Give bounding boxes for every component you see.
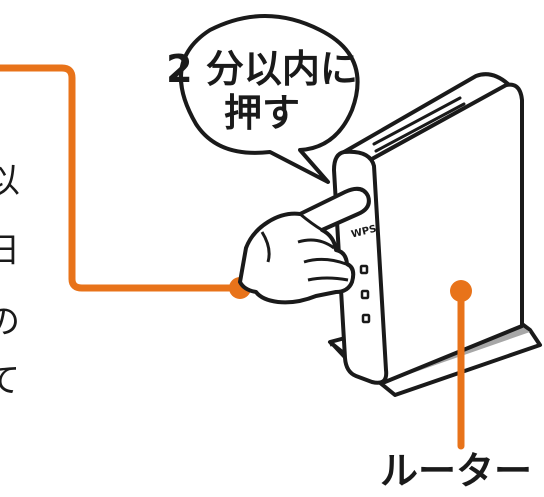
router-led-2 xyxy=(360,289,370,300)
bubble-line-1: 2 分以内に xyxy=(166,47,358,91)
connector-line xyxy=(0,64,244,292)
clipped-char-1: 以 xyxy=(0,161,20,201)
router-vent-1 xyxy=(372,96,462,146)
thumb-line xyxy=(260,231,271,263)
clipped-left-text: 以 日 の て xyxy=(0,161,20,401)
hand-outline xyxy=(238,186,371,305)
clipped-char-2: 日 xyxy=(0,231,20,271)
router-pointer-dot xyxy=(450,280,472,302)
speech-bubble-icon: 2 分以内に 押す xyxy=(166,14,360,184)
bubble-shape xyxy=(179,14,360,184)
router-label: ルーター xyxy=(380,449,532,493)
router-front-bottom xyxy=(328,340,347,360)
router-led-3 xyxy=(361,313,371,324)
finger-crease-2 xyxy=(297,238,335,250)
finger-crease-4 xyxy=(307,276,349,282)
finger-press-icon xyxy=(238,186,371,305)
router-led-1 xyxy=(359,264,369,275)
bubble-line-2: 押す xyxy=(224,91,300,135)
finger-crease-3 xyxy=(303,257,347,266)
clipped-char-3: の xyxy=(0,302,20,342)
clipped-char-4: て xyxy=(0,361,20,401)
router-vent-2 xyxy=(374,102,466,153)
router-device-icon: WPS xyxy=(328,72,542,397)
finger-crease-1 xyxy=(299,212,323,232)
